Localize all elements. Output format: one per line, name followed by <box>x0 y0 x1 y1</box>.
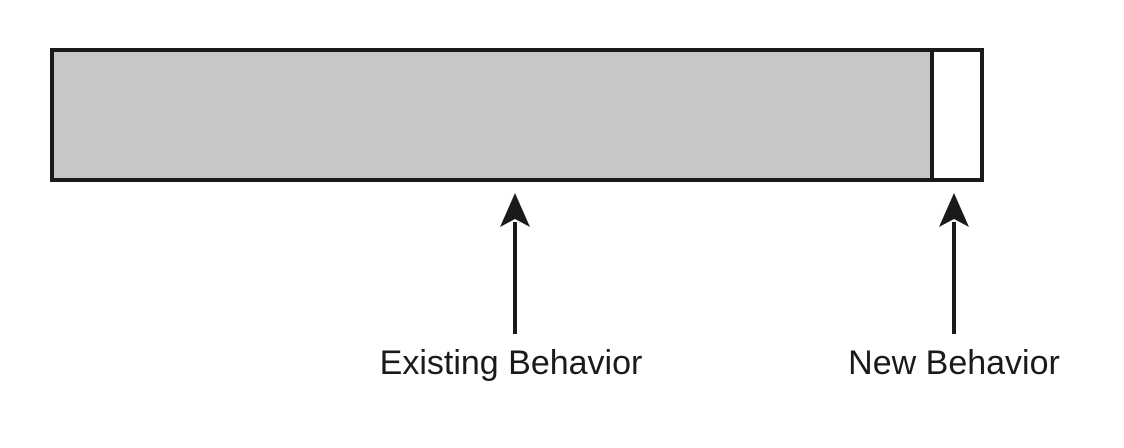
new-behavior-segment <box>930 48 984 182</box>
existing-behavior-label: Existing Behavior <box>380 344 643 382</box>
new-behavior-label: New Behavior <box>848 344 1060 382</box>
new-arrow-head <box>939 193 969 227</box>
existing-behavior-segment <box>50 48 934 182</box>
existing-arrow-head <box>500 193 530 227</box>
existing-behavior-arrow <box>500 193 530 334</box>
new-behavior-arrow <box>939 193 969 334</box>
